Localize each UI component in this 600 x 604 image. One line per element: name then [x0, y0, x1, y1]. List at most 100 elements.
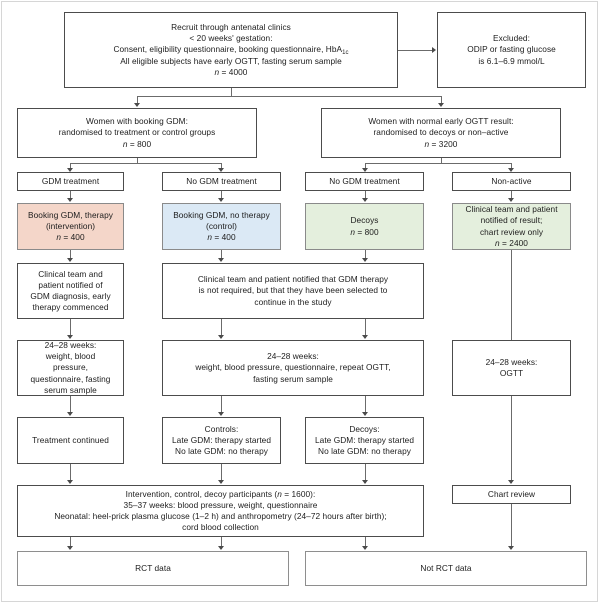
- node-visit-middle-text: 24–28 weeks: weight, blood pressure, que…: [195, 351, 391, 384]
- arrow-final-to-rct-a: [67, 546, 73, 550]
- label-non-active-text: Non-active: [491, 175, 532, 186]
- connector-booking-down: [137, 158, 138, 163]
- arrow-to-gdm-treatment: [67, 168, 73, 172]
- arrow-to-no-gdm-1: [218, 168, 224, 172]
- node-controls-late-text: Controls: Late GDM: therapy started No l…: [171, 423, 271, 457]
- arrow-notify-ctrl-down: [218, 335, 224, 339]
- connector-nogdm2-label-down: [365, 191, 366, 201]
- node-excluded-text: Excluded: ODIP or fasting glucose is 6.1…: [467, 33, 556, 66]
- connector-gdm-label-down: [70, 191, 71, 201]
- arrow-visit-ctrl-down: [218, 412, 224, 416]
- connector-notify-decoy-down: [365, 319, 366, 338]
- arrow-nonactive-to-chart: [508, 480, 514, 484]
- node-visit-nonactive-text: 24–28 weeks: OGTT: [485, 356, 538, 378]
- node-booking-gdm: Women with booking GDM: randomised to tr…: [17, 108, 257, 158]
- arrow-to-non-active: [508, 168, 514, 172]
- connector-to-no-gdm-2: [365, 163, 366, 170]
- node-visit-intervention-text: 24–28 weeks: weight, blood pressure, que…: [30, 340, 111, 395]
- connector-nonactive-label-down: [511, 191, 512, 201]
- arrow-gdm-label-down: [67, 198, 73, 202]
- node-visit-intervention: 24–28 weeks: weight, blood pressure, que…: [17, 340, 124, 396]
- arrow-visit-decoy-down: [362, 412, 368, 416]
- connector-chart-to-notrct: [511, 504, 512, 549]
- node-notify-control-decoy: Clinical team and patient notified that …: [162, 263, 424, 319]
- node-visit-nonactive: 24–28 weeks: OGTT: [452, 340, 571, 396]
- connector-notify-ctrl-down: [221, 319, 222, 338]
- node-recruit-text: Recruit through antenatal clinics < 20 w…: [113, 22, 349, 77]
- node-notify-intervention-text: Clinical team and patient notified of GD…: [30, 268, 111, 313]
- connector-visit-decoy-down: [365, 396, 366, 415]
- arrow-to-normal-ogtt: [438, 103, 444, 107]
- node-normal-ogtt: Women with normal early OGTT result: ran…: [321, 108, 561, 158]
- arrow-treat-cont-down: [67, 480, 73, 484]
- node-arm-nonactive-text: Clinical team and patient notified of re…: [465, 204, 558, 248]
- node-rct-data: RCT data: [17, 551, 289, 586]
- connector-visit-int-down: [70, 396, 71, 415]
- connector-nonactive-long-down: [511, 250, 512, 346]
- connector-intervention-down: [70, 250, 71, 261]
- arrow-intervention-down: [67, 258, 73, 262]
- connector-to-normal-ogtt: [441, 96, 442, 105]
- label-no-gdm-treatment-2-text: No GDM treatment: [329, 175, 400, 186]
- connector-to-booking-gdm: [137, 96, 138, 105]
- arrow-decoys-down: [362, 258, 368, 262]
- arrow-to-booking-gdm: [134, 103, 140, 107]
- label-gdm-treatment: GDM treatment: [17, 172, 124, 191]
- arrow-notify-int-down: [67, 335, 73, 339]
- connector-nonactive-to-chart: [511, 396, 512, 483]
- node-arm-nonactive: Clinical team and patient notified of re…: [452, 203, 571, 250]
- connector-to-non-active: [511, 163, 512, 170]
- connector-to-gdm-treatment: [70, 163, 71, 170]
- node-controls-late: Controls: Late GDM: therapy started No l…: [162, 417, 281, 464]
- connector-nogdm1-label-down: [221, 191, 222, 201]
- connector-notify-int-down: [70, 319, 71, 338]
- node-excluded: Excluded: ODIP or fasting glucose is 6.1…: [437, 12, 586, 88]
- connector-booking-split: [70, 163, 221, 164]
- label-no-gdm-treatment-2: No GDM treatment: [305, 172, 424, 191]
- label-no-gdm-treatment-1-text: No GDM treatment: [186, 175, 257, 186]
- node-chart-review: Chart review: [452, 485, 571, 504]
- connector-controls-late-down: [221, 464, 222, 483]
- node-rct-data-text: RCT data: [135, 562, 171, 573]
- arrow-visit-int-down: [67, 412, 73, 416]
- connector-decoys-late-down: [365, 464, 366, 483]
- arrow-nogdm2-label-down: [362, 198, 368, 202]
- node-chart-review-text: Chart review: [487, 488, 536, 499]
- arrow-final-to-notrct: [362, 546, 368, 550]
- node-notify-control-decoy-text: Clinical team and patient notified that …: [197, 274, 389, 307]
- node-treatment-continued-text: Treatment continued: [32, 434, 109, 445]
- label-non-active: Non-active: [452, 172, 571, 191]
- node-decoys-late: Decoys: Late GDM: therapy started No lat…: [305, 417, 424, 464]
- node-arm-intervention: Booking GDM, therapy (intervention) n = …: [17, 203, 124, 250]
- node-not-rct-data-text: Not RCT data: [420, 562, 472, 573]
- label-no-gdm-treatment-1: No GDM treatment: [162, 172, 281, 191]
- arrow-to-no-gdm-2: [362, 168, 368, 172]
- node-booking-gdm-text: Women with booking GDM: randomised to tr…: [58, 116, 216, 149]
- node-arm-control: Booking GDM, no therapy (control) n = 40…: [162, 203, 281, 250]
- arrow-recruit-excluded: [432, 47, 436, 53]
- node-decoys-late-text: Decoys: Late GDM: therapy started No lat…: [314, 423, 414, 457]
- node-visit-middle: 24–28 weeks: weight, blood pressure, que…: [162, 340, 424, 396]
- node-normal-ogtt-text: Women with normal early OGTT result: ran…: [368, 116, 514, 149]
- node-final-followup-text: Intervention, control, decoy participant…: [54, 488, 387, 533]
- connector-recruit-excluded: [398, 50, 433, 51]
- connector-recruit-down: [231, 88, 232, 96]
- connector-final-to-rct-a: [70, 537, 71, 549]
- connector-normal-split: [365, 163, 511, 164]
- arrow-nogdm1-label-down: [218, 198, 224, 202]
- connector-normal-down: [441, 158, 442, 163]
- node-notify-intervention: Clinical team and patient notified of GD…: [17, 263, 124, 319]
- node-arm-decoys-text: Decoys n = 800: [350, 215, 379, 237]
- arrow-controls-late-down: [218, 480, 224, 484]
- arrow-decoys-late-down: [362, 480, 368, 484]
- arrow-chart-to-notrct: [508, 546, 514, 550]
- connector-control-down: [221, 250, 222, 261]
- connector-recruit-split: [137, 96, 441, 97]
- connector-to-no-gdm-1: [221, 163, 222, 170]
- node-final-followup: Intervention, control, decoy participant…: [17, 485, 424, 537]
- connector-decoys-down: [365, 250, 366, 261]
- arrow-control-down: [218, 258, 224, 262]
- connector-final-to-notrct: [365, 537, 366, 549]
- connector-final-to-rct-b: [221, 537, 222, 549]
